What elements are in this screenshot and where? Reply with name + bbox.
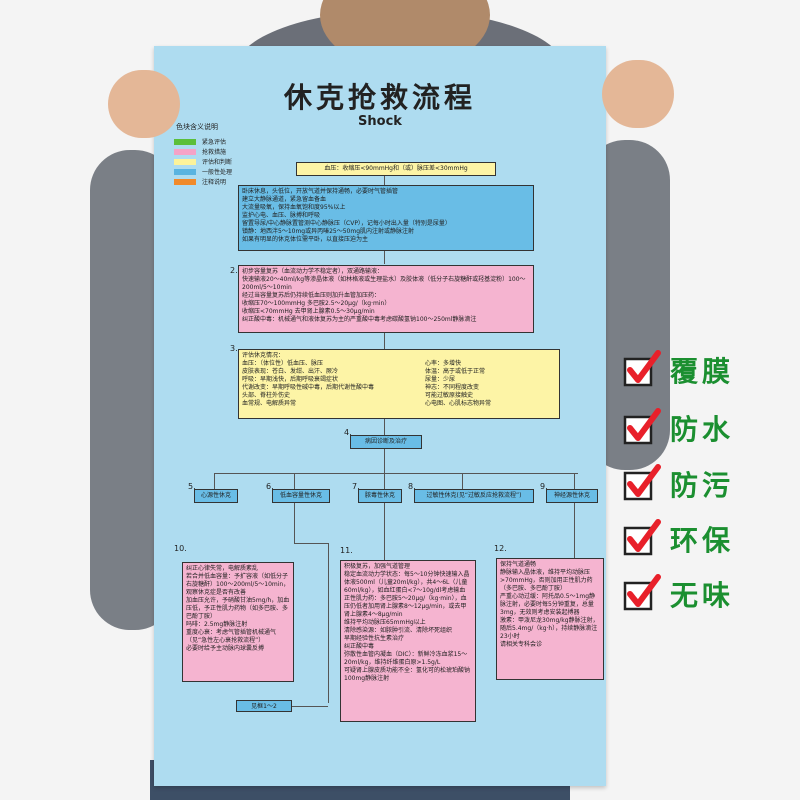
connector-line xyxy=(384,333,385,349)
connector-line xyxy=(294,473,295,489)
type-septic: 脓毒性休克 xyxy=(358,489,402,503)
feature-badge: 防水 xyxy=(622,404,792,452)
feature-badge: 环保 xyxy=(622,515,792,563)
connector-line xyxy=(294,543,329,544)
legend-swatch xyxy=(174,148,196,155)
shock-rescue-poster: 休克抢救流程 Shock 色块含义说明 紧急评估 抢救措施 评估和判断 一般性处… xyxy=(154,46,606,786)
feature-label: 防水 xyxy=(670,413,735,446)
checkbox-check-icon xyxy=(622,574,662,614)
see-also-box: 见框1～2 xyxy=(236,700,292,712)
type-number: 8. xyxy=(408,482,416,491)
step11-number: 11. xyxy=(340,546,353,555)
step2-number: 2. xyxy=(230,266,238,275)
legend-item: 注释说明 xyxy=(174,177,226,186)
connector-line xyxy=(294,503,295,543)
feature-badge: 覆膜 xyxy=(622,346,792,394)
step4-number: 4. xyxy=(344,428,352,437)
type-number: 9. xyxy=(540,482,548,491)
connector-line xyxy=(574,473,575,489)
feature-label: 覆膜 xyxy=(670,355,735,388)
connector-line xyxy=(574,503,575,559)
step11-septic-treatment: 积极复苏，加强气道管理 稳定血流动力学状态：每5～10分钟快速输入晶体液500m… xyxy=(340,560,476,722)
step12-neurogenic-treatment: 保持气道通畅 静脉输入晶体液，维持平均动脉压>70mmHg，否则加用正性肌力药（… xyxy=(496,558,604,680)
step10-cardiogenic-treatment: 纠正心律失常，电解质紊乱 若合并低血容量：予扩容液（如低分子右旋糖酐）100～2… xyxy=(182,562,294,682)
type-number: 6. xyxy=(266,482,274,491)
connector-line xyxy=(462,473,463,489)
type-anaphylactic: 过敏性休克(见“过敏反应抢救流程”) xyxy=(414,489,534,503)
legend-label: 一般性处理 xyxy=(202,169,233,176)
step2-volume-resuscitation: 初步容量复苏（血流动力学不稳定者），双通路输液： 快速输液20～40ml/kg等… xyxy=(238,265,534,333)
legend-title: 色块含义说明 xyxy=(176,123,218,131)
type-number: 5. xyxy=(188,482,196,491)
step3-assessment-left: 评估休克情况： 血压：（体位性）低血压、脉压 皮肤表现：苍白、发绀、出汗、厥冷 … xyxy=(242,352,375,407)
connector-line xyxy=(384,473,385,489)
step1-general-care: 卧床休息，头低位，开放气道并保持通畅，必要时气管插管 建立大静脉通道，紧急留血备… xyxy=(238,185,534,251)
checkbox-check-icon xyxy=(622,519,662,559)
legend-item: 一般性处理 xyxy=(174,167,232,176)
feature-badge: 防污 xyxy=(622,460,792,508)
step3-assessment-right: 心率：多增快 体温：高于或低于正常 尿量：少尿 神志：不同程度改变 可能过敏原接… xyxy=(425,360,492,407)
connector-line xyxy=(384,503,385,563)
legend-item: 评估和判断 xyxy=(174,157,232,166)
connector-line xyxy=(384,176,385,185)
poster-title: 休克抢救流程 xyxy=(283,81,476,114)
legend-swatch xyxy=(174,138,196,145)
type-number: 7. xyxy=(352,482,360,491)
legend-label: 注释说明 xyxy=(202,179,227,186)
step12-number: 12. xyxy=(494,544,507,553)
checkbox-check-icon xyxy=(622,464,662,504)
feature-label: 环保 xyxy=(670,524,735,557)
connector-line xyxy=(384,251,385,264)
checkbox-check-icon xyxy=(622,408,662,448)
poster-subtitle: Shock xyxy=(358,114,402,129)
feature-label: 无味 xyxy=(670,579,735,612)
connector-line xyxy=(292,706,328,707)
legend-item: 紧急评估 xyxy=(174,137,226,146)
type-hypovolemic: 低血容量性休克 xyxy=(272,489,330,503)
connector-line xyxy=(328,543,329,703)
connector-line xyxy=(384,449,385,473)
legend-label: 抢救措施 xyxy=(202,149,227,156)
legend-item: 抢救措施 xyxy=(174,147,226,156)
type-cardiogenic: 心源性休克 xyxy=(194,489,238,503)
feature-badge: 无味 xyxy=(622,570,792,618)
step4-diagnosis: 病因诊断及治疗 xyxy=(350,435,422,449)
legend-swatch xyxy=(174,168,196,175)
connector-line xyxy=(384,419,385,435)
type-neurogenic: 神经源性休克 xyxy=(546,489,598,503)
legend-label: 评估和判断 xyxy=(202,159,233,166)
step3-assessment: 评估休克情况： 血压：（体位性）低血压、脉压 皮肤表现：苍白、发绀、出汗、厥冷 … xyxy=(238,349,560,419)
criteria-box: 血压：收缩压<90mmHg和（或）脉压差<30mmHg xyxy=(296,162,496,176)
step10-number: 10. xyxy=(174,544,187,553)
step3-number: 3. xyxy=(230,344,238,353)
right-hand xyxy=(602,60,674,128)
connector-line xyxy=(214,473,215,489)
legend-label: 紧急评估 xyxy=(202,139,227,146)
legend-swatch xyxy=(174,178,196,185)
checkbox-check-icon xyxy=(622,350,662,390)
branch-line xyxy=(214,473,578,474)
left-hand xyxy=(108,70,180,138)
feature-label: 防污 xyxy=(670,469,735,502)
legend-swatch xyxy=(174,158,196,165)
